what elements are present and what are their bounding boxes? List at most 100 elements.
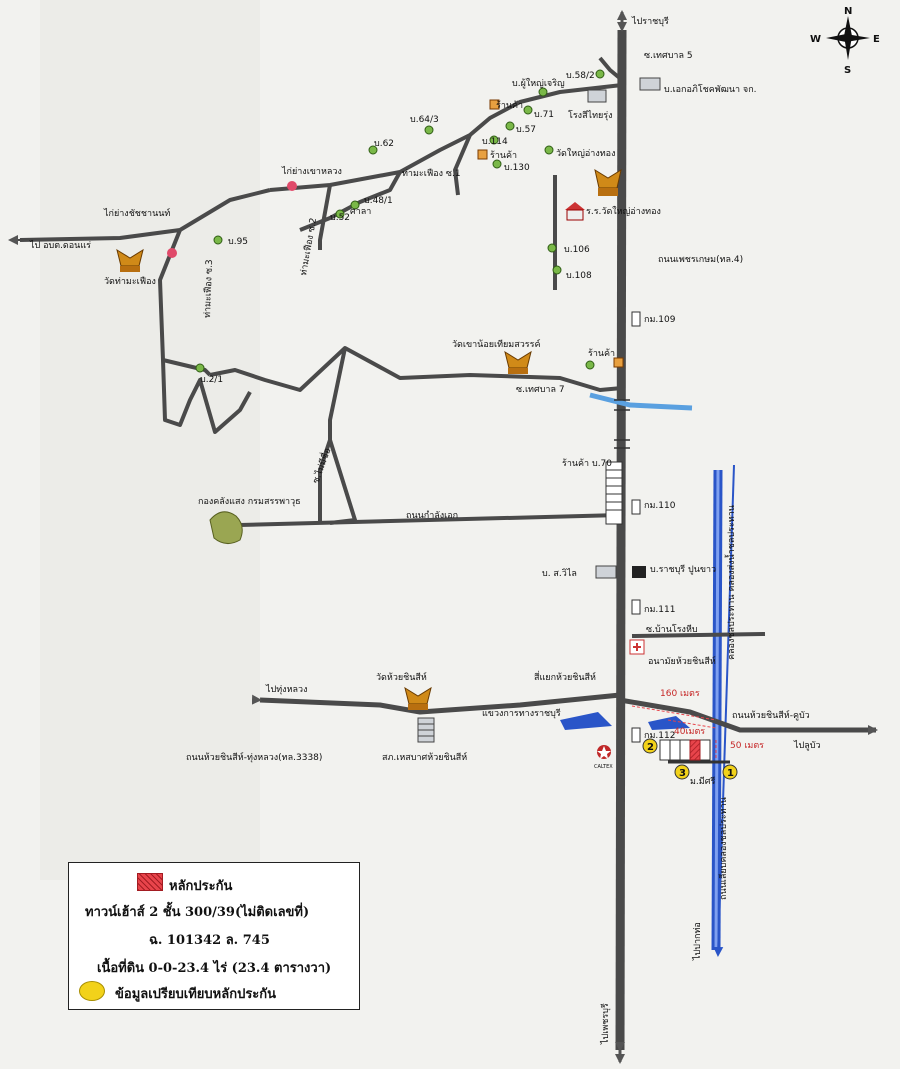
label-huai-chin-si-thung-luang: ถนนห้วยชินสีห์-ทุ่งหลวง(ทล.3338) bbox=[186, 751, 322, 763]
factory-icon bbox=[587, 77, 661, 579]
label-b52: บ.52 bbox=[330, 213, 350, 223]
label-b108: บ.108 bbox=[566, 271, 592, 281]
label-shop-b70: ร้านค้า บ.70 bbox=[562, 458, 612, 469]
label-egco: บ.เอกอภิโชคพัฒนา จก. bbox=[664, 84, 757, 95]
army-depot-icon bbox=[209, 511, 243, 544]
collateral-marker bbox=[689, 739, 701, 761]
label-b130: บ.130 bbox=[504, 163, 530, 173]
label-km111: กม.111 bbox=[644, 605, 675, 615]
police-icon bbox=[417, 717, 435, 743]
label-wat-tha-ma-fueang: วัดท่ามะเฟือง bbox=[104, 276, 156, 287]
label-b57: บ.57 bbox=[516, 125, 536, 135]
label-soi-mai-mi-chue: ซ.ไม่มีชื่อ bbox=[309, 446, 334, 485]
house-icons bbox=[195, 69, 605, 373]
marker-2-label: 2 bbox=[647, 742, 654, 753]
background-doc-panel bbox=[40, 0, 260, 880]
label-canal: คลองชลประทาน คลองส่งน้ำชลประทาน bbox=[724, 505, 737, 660]
label-school: ร.ร.วัดใหญ่อ่างทอง bbox=[586, 206, 661, 217]
label-kamlang-ek: ถนนกำลังเอก bbox=[406, 510, 458, 521]
label-shop2: ร้านค้า bbox=[490, 150, 517, 161]
label-soi-ban-rong-hip: ซ.บ้านโรงหีบ bbox=[646, 624, 698, 635]
compass-s: S bbox=[844, 65, 851, 76]
compass-w: W bbox=[810, 34, 821, 45]
temple-icon bbox=[504, 350, 532, 374]
comparison-markers bbox=[642, 738, 738, 780]
label-tha-ma-fueang-3: ท่ามะเฟือง ซ.3 bbox=[202, 259, 215, 318]
label-b2-1: บ.2/1 bbox=[200, 375, 223, 385]
health-center-icon bbox=[629, 639, 645, 655]
legend-collateral-swatch bbox=[137, 873, 163, 891]
label-b48-1: บ.48/1 bbox=[364, 196, 393, 206]
label-b64-3: บ.64/3 bbox=[410, 115, 439, 125]
label-shop1: ร้านค้า bbox=[496, 100, 523, 111]
legend-deed: ฉ. 101342 ล. 745 bbox=[149, 933, 270, 948]
label-b95: บ.95 bbox=[228, 237, 248, 247]
compass-n: N bbox=[844, 6, 852, 17]
label-b114: บ.114 bbox=[482, 137, 508, 147]
highway-dept-icon bbox=[648, 716, 690, 730]
phetkasem-highway bbox=[615, 10, 628, 1064]
town-strip-lines bbox=[606, 469, 622, 511]
label-rong-si: โรงสีไทยรุ่ง bbox=[568, 110, 613, 121]
label-distance-160: 160 เมตร bbox=[660, 689, 700, 699]
label-sala: ศาลา bbox=[350, 207, 371, 217]
km-posts bbox=[631, 311, 641, 743]
label-distance-50: 50 เมตร bbox=[730, 741, 764, 751]
restaurant-icon bbox=[287, 181, 297, 191]
label-police: สภ.เหสบาศห้วยชินสีห์ bbox=[382, 751, 467, 763]
label-intersection: สี่แยกห้วยชินสีห์ bbox=[534, 670, 596, 683]
label-to-phetchaburi: ไปเพชรบุรี bbox=[600, 1003, 611, 1045]
label-huai-chin-si-khu-bua: ถนนห้วยชินสีห์-คูบัว bbox=[732, 709, 810, 721]
temple-icon bbox=[404, 686, 432, 710]
label-b71: บ.71 bbox=[534, 110, 554, 120]
label-wat-khao-noi: วัดเขาน้อยเทียมสวรรค์ bbox=[452, 338, 540, 350]
compass-icon bbox=[826, 16, 870, 60]
label-health-center: อนามัยห้วยชินสีห์ bbox=[648, 655, 716, 667]
label-b106: บ.106 bbox=[564, 245, 590, 255]
label-to-thung-luang: ไปทุ่งหลวง bbox=[265, 684, 307, 695]
legend-comparison-swatch bbox=[79, 981, 105, 1001]
marker-1-label: 1 bbox=[727, 768, 734, 779]
label-highway-dept: แขวงการทางราชบุรี bbox=[482, 708, 561, 719]
label-ratchaburi-cement: บ.ราชบุรี ปูนขาว bbox=[650, 564, 716, 575]
label-to-lum-bua: ไปลูบัว bbox=[793, 740, 821, 751]
label-phu-yai: บ.ผู้ใหญ่เจริญ bbox=[512, 78, 565, 89]
label-tha-ma-fueang-1: ท่ามะเฟือง ซ.1 bbox=[402, 168, 461, 179]
legend-townhouse: ทาวน์เฮ้าส์ 2 ชั้น 300/39(ไม่ติดเลขที่) bbox=[85, 905, 310, 920]
highway-dept-icon bbox=[560, 712, 612, 730]
shop-icon bbox=[477, 99, 624, 368]
irrigation-canal bbox=[711, 464, 735, 957]
marker-3-label: 3 bbox=[679, 768, 686, 779]
legend-box: หลักประกัน ทาวน์เฮ้าส์ 2 ชั้น 300/39(ไม่… bbox=[68, 862, 360, 1010]
label-km112: กม.112 bbox=[644, 731, 675, 741]
label-caltex: CALTEX bbox=[594, 764, 613, 770]
label-soi-thesaban-7: ซ.เทศบาล 7 bbox=[516, 385, 565, 395]
label-km110: กม.110 bbox=[644, 501, 676, 511]
label-b58-2: บ.58/2 bbox=[566, 71, 595, 81]
label-tha-ma-fueang-2: ท่ามะเฟือง ซ.2 bbox=[298, 217, 319, 277]
compass-e: E bbox=[873, 34, 880, 45]
label-b62a: บ.62 bbox=[374, 139, 394, 149]
cement-factory-icon bbox=[632, 566, 646, 578]
secondary-roads bbox=[8, 56, 878, 735]
temple-icon bbox=[594, 168, 622, 196]
label-km109: กม.109 bbox=[644, 315, 676, 325]
restaurant-icon bbox=[167, 248, 177, 258]
label-wat-huai-chin-si: วัดห้วยชินสีห์ bbox=[376, 671, 427, 683]
distance-arrows bbox=[631, 705, 717, 758]
legend-area: เนื้อที่ดิน 0-0-23.4 ไร่ (23.4 ตารางวา) bbox=[97, 961, 332, 976]
label-to-obt: ไป อบต.ดอนแร่ bbox=[29, 240, 91, 251]
label-kai-yang-2: ไก่ย่างชัชชานนท์ bbox=[103, 207, 170, 219]
label-phetkasem: ถนนเพชรเกษม(ทล.4) bbox=[658, 255, 743, 265]
label-distance-40: 40เมตร bbox=[674, 727, 705, 737]
label-canal-road: ถนนเลียบคลองชลประทาน bbox=[718, 797, 729, 900]
label-to-ratchaburi: ไปราชบุรี bbox=[631, 16, 669, 27]
label-s-vilai: บ. ส.วิไล bbox=[542, 568, 577, 579]
legend-comparison: ข้อมูลเปรียบเทียบหลักประกัน bbox=[115, 987, 277, 1002]
label-soi-thesaban-5: ซ.เทศบาล 5 bbox=[644, 51, 693, 61]
label-shop3: ร้านค้า bbox=[588, 348, 615, 359]
legend-collateral-label: หลักประกัน bbox=[169, 879, 233, 894]
school-icon bbox=[565, 202, 585, 221]
label-moo-ban: ม.มีศรี bbox=[690, 776, 715, 787]
label-kai-yang: ไก่ย่างเขาหลวง bbox=[281, 166, 342, 177]
